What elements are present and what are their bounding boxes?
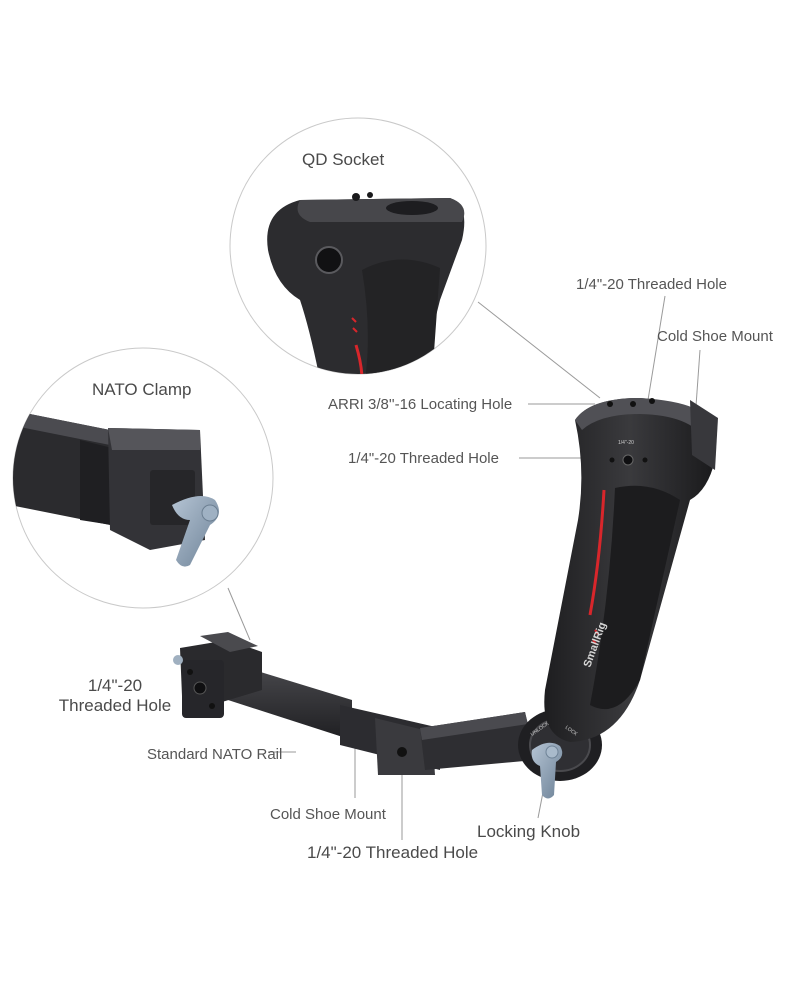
arri-locating-hole-label: ARRI 3/8''-16 Locating Hole [328,396,513,413]
nato-clamp-label: NATO Clamp [92,380,192,399]
bottom-threaded-hole-label: 1/4"-20 Threaded Hole [307,843,479,862]
left-threaded-hole-label: 1/4"-20 Threaded Hole [50,676,180,716]
front-threaded-hole-label: 1/4"-20 Threaded Hole [348,450,499,467]
locking-knob-label: Locking Knob [477,822,581,841]
qd-socket-label: QD Socket [302,150,385,169]
nato-clamp-detail [12,347,274,609]
top-threaded-hole-label: 1/4"-20 Threaded Hole [576,276,727,293]
standard-nato-rail-label: Standard NATO Rail [147,746,283,763]
left-threaded-hole-line2: Threaded Hole [58,696,172,715]
qd-socket-detail [229,117,487,375]
left-threaded-hole-line1: 1/4"-20 [87,676,143,695]
handle-assembly [173,398,718,799]
cold-shoe-mount-bottom-label: Cold Shoe Mount [270,806,386,823]
thread-marking: 1/4"-20 [618,440,634,446]
cold-shoe-mount-top-label: Cold Shoe Mount [657,328,773,345]
